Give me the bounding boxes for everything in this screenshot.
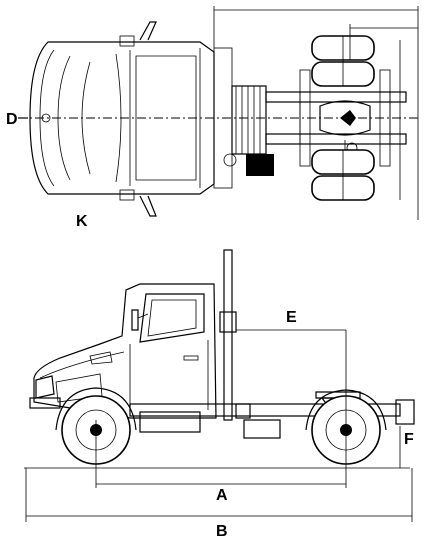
dimension-label-a: A: [216, 487, 228, 504]
dimension-label-b: B: [216, 523, 228, 540]
dimension-label-e: E: [286, 309, 297, 326]
dimension-label-d: D: [6, 111, 18, 128]
dimension-label-k: K: [76, 213, 88, 230]
top-view: D K: [6, 6, 419, 230]
side-view: E F A B: [24, 249, 415, 540]
dimension-label-f: F: [404, 431, 414, 448]
